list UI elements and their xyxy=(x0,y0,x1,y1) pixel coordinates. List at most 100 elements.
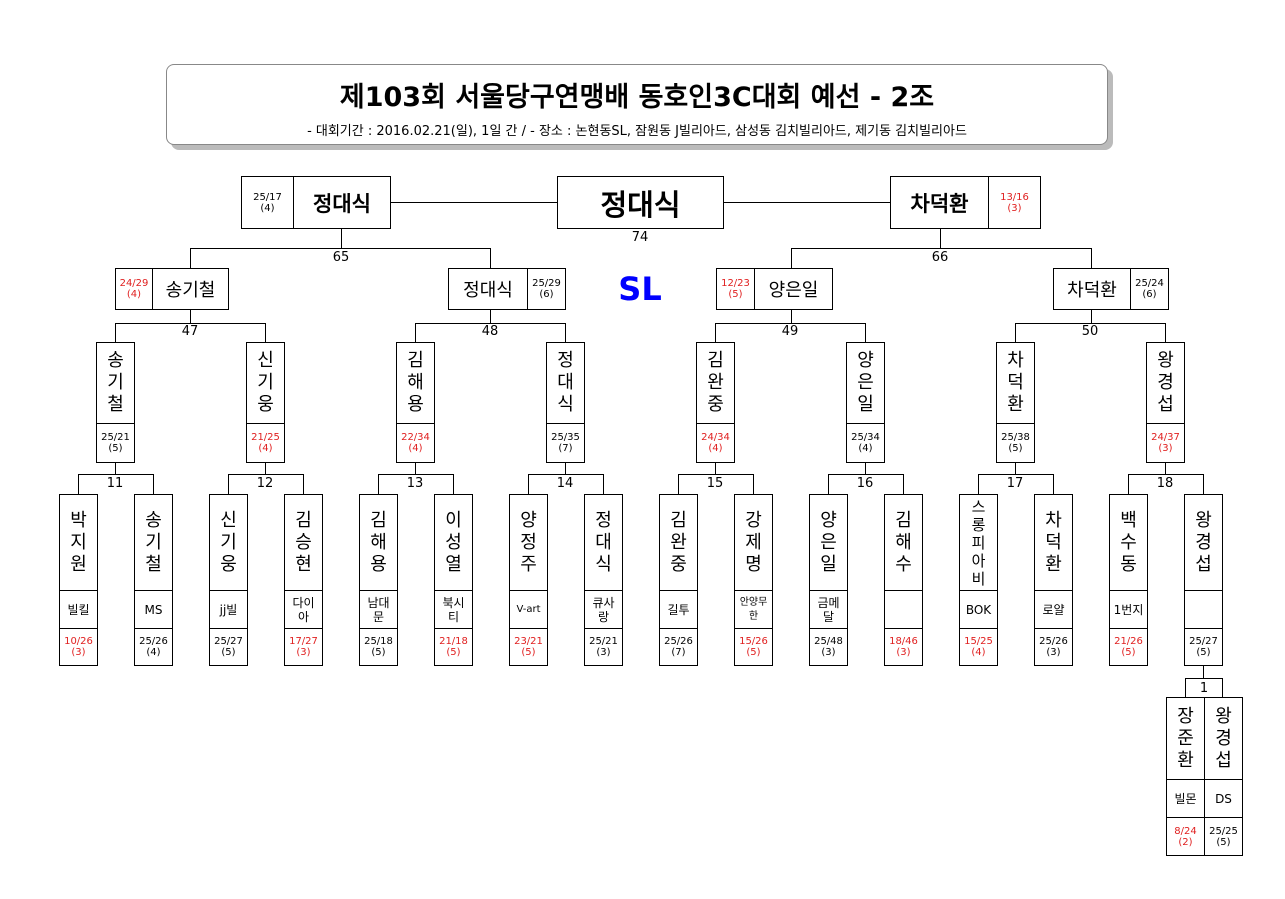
player-name: 김해수 xyxy=(895,509,912,575)
bracket-line xyxy=(378,474,454,475)
score-text: 25/24(6) xyxy=(1135,278,1164,300)
r16-score: 15/25(4) xyxy=(959,628,998,666)
r16-club: 1번지 xyxy=(1109,590,1148,629)
match-number: 65 xyxy=(332,250,350,265)
bracket-line xyxy=(565,323,566,343)
player-name: 양은일 xyxy=(768,280,819,301)
club-name: 빌킬 xyxy=(67,602,90,617)
score-text: 25/17(4) xyxy=(253,191,282,214)
r16-club: jj빌 xyxy=(209,590,248,629)
bracket-line xyxy=(453,474,454,495)
player-name: 왕경섭 xyxy=(1195,509,1212,575)
club-name: 큐사랑 xyxy=(592,595,615,624)
r16-score: 25/26(7) xyxy=(659,628,698,666)
qf-name: 신기웅 xyxy=(246,342,285,424)
match-number: 49 xyxy=(781,324,799,339)
r16-name: 신기웅 xyxy=(209,494,248,591)
bracket-line xyxy=(228,474,229,495)
score-text: 23/21(5) xyxy=(514,636,543,658)
club-name: V-art xyxy=(516,603,541,615)
match-number: 14 xyxy=(556,476,574,491)
champion-box: 정대식 xyxy=(557,176,724,229)
bracket-line xyxy=(115,323,266,324)
score-text: 21/25(4) xyxy=(251,432,280,454)
bracket-line xyxy=(378,474,379,495)
club-name: 남대문 xyxy=(367,595,390,624)
player-name: 장준환 xyxy=(1177,705,1194,771)
player-name: 양은일 xyxy=(857,350,874,415)
club-name: 안양무한 xyxy=(739,596,768,622)
bracket-line xyxy=(190,248,191,269)
score-text: 13/16(3) xyxy=(1000,191,1029,214)
player-name: 양은일 xyxy=(820,509,837,575)
match-number: 11 xyxy=(106,476,124,491)
prelim-match-number: 1 xyxy=(1185,678,1223,698)
score-text: 24/37(3) xyxy=(1151,432,1180,454)
score-text: 25/38(5) xyxy=(1001,432,1030,454)
bracket-line xyxy=(303,474,304,495)
bracket-line xyxy=(190,310,191,324)
r16-name: 스롱피아비 xyxy=(959,494,998,591)
qf-score: 25/38(5) xyxy=(996,423,1035,463)
qf-name: 정대식 xyxy=(546,342,585,424)
prelim-club: DS xyxy=(1204,779,1243,818)
r16-score: 23/21(5) xyxy=(509,628,548,666)
semi-name: 정대식 xyxy=(448,268,528,310)
qf-name: 왕경섭 xyxy=(1146,342,1185,424)
bracket-line xyxy=(415,323,416,343)
player-name: 차덕환 xyxy=(1045,509,1062,575)
match-number: 12 xyxy=(256,476,274,491)
bracket-line xyxy=(341,229,342,249)
bracket-line xyxy=(1091,248,1092,269)
match-number: 50 xyxy=(1081,324,1099,339)
r16-name: 김완중 xyxy=(659,494,698,591)
bracket-line xyxy=(1053,474,1054,495)
player-name: 신기웅 xyxy=(257,350,274,415)
match-number: 1 xyxy=(1199,680,1209,696)
bracket-line xyxy=(78,474,79,495)
bracket-line xyxy=(715,323,716,343)
r16-name: 양정주 xyxy=(509,494,548,591)
bracket-line xyxy=(753,474,754,495)
player-name: 김해용 xyxy=(370,509,387,575)
r16-name: 왕경섭 xyxy=(1184,494,1223,591)
page-subtitle: - 대회기간 : 2016.02.21(일), 1일 간 / - 장소 : 논현… xyxy=(307,124,967,139)
semi-name: 양은일 xyxy=(754,268,833,310)
bracket-line xyxy=(1165,323,1166,343)
bracket-line xyxy=(490,310,491,324)
r16-name: 양은일 xyxy=(809,494,848,591)
r16-score: 25/27(5) xyxy=(1184,628,1223,666)
score-text: 17/27(3) xyxy=(289,636,318,658)
bracket-line xyxy=(1203,474,1204,495)
score-text: 25/25(5) xyxy=(1209,825,1238,848)
player-name: 김완중 xyxy=(707,350,724,415)
r16-score: 25/26(3) xyxy=(1034,628,1073,666)
semi-name: 송기철 xyxy=(152,268,229,310)
final-left-score: 25/17(4) xyxy=(241,176,294,229)
score-text: 25/26(4) xyxy=(139,636,168,658)
bracket-line xyxy=(265,323,266,343)
score-text: 22/34(4) xyxy=(401,432,430,454)
r16-club: 남대문 xyxy=(359,590,398,629)
r16-club: MS xyxy=(134,590,173,629)
bracket-line xyxy=(978,474,1054,475)
bracket-line xyxy=(1128,474,1129,495)
bracket-line xyxy=(828,474,829,495)
final-left-name: 정대식 xyxy=(293,176,391,229)
bracket-line xyxy=(603,474,604,495)
r16-club: 빌킬 xyxy=(59,590,98,629)
r16-club: 다이아 xyxy=(284,590,323,629)
qf-name: 송기철 xyxy=(96,342,135,424)
bracket-line xyxy=(1015,463,1016,475)
score-text: 24/29(4) xyxy=(119,278,149,300)
r16-score: 17/27(3) xyxy=(284,628,323,666)
player-name: 차덕환 xyxy=(1067,280,1117,301)
score-text: 15/26(5) xyxy=(739,636,768,658)
bracket-line xyxy=(791,248,1092,249)
score-text: 21/26(5) xyxy=(1114,636,1143,658)
semi-score: 25/29(6) xyxy=(527,268,566,310)
club-name: 빌몬 xyxy=(1174,791,1197,806)
bracket-line xyxy=(415,323,566,324)
r16-club: 길투 xyxy=(659,590,698,629)
bracket-line xyxy=(153,474,154,495)
